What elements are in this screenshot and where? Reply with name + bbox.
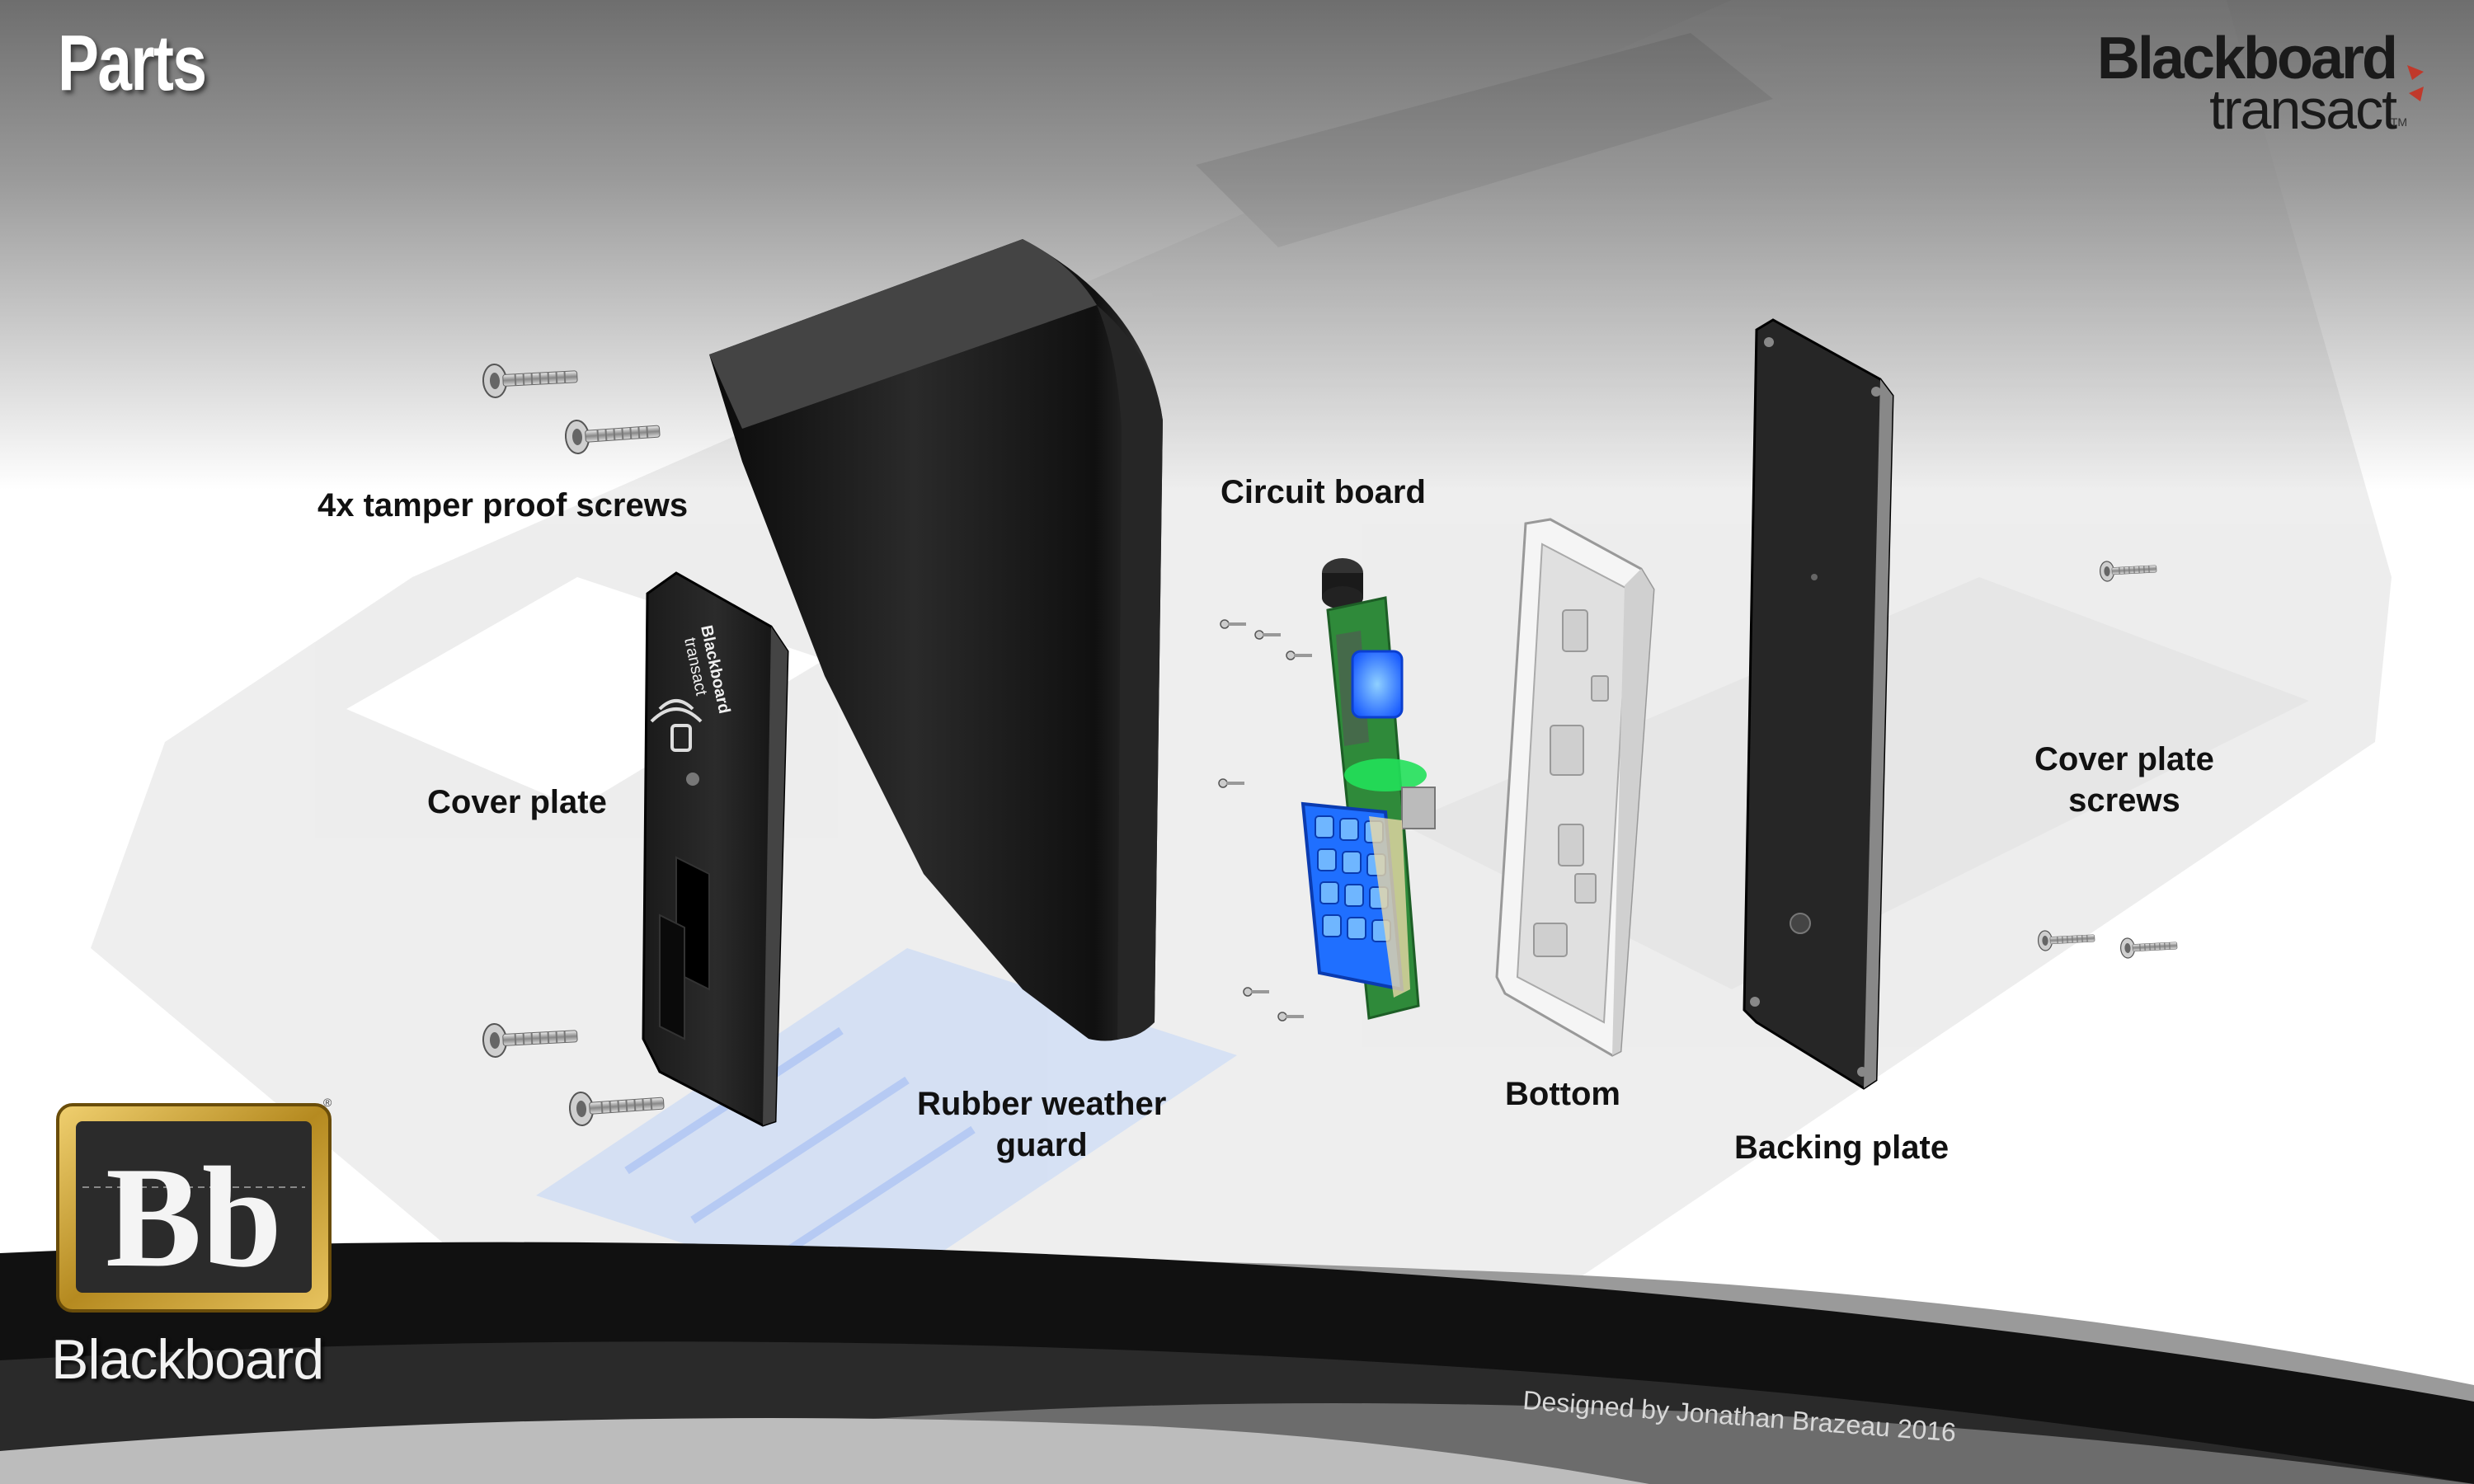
wireless-tap-icon — [650, 699, 703, 752]
cover-plate: Blackboard transact — [642, 571, 789, 1127]
bb-logo-letters: Bb — [106, 1137, 282, 1297]
bb-logo: Bb ® — [56, 1096, 332, 1313]
green-status-led — [1344, 758, 1427, 791]
label-cover-plate-screws: Cover plate screws — [2034, 739, 2214, 821]
bottom-housing — [1495, 518, 1655, 1057]
label-rubber-weather-guard: Rubber weather guard — [917, 1083, 1166, 1166]
bottom-swoosh-banner — [0, 1242, 2474, 1484]
label-line: screws — [2068, 782, 2180, 819]
brand-logo: Blackboard transact TM — [2066, 25, 2429, 141]
label-backing-plate: Backing plate — [1734, 1129, 1950, 1166]
label-circuit-board: Circuit board — [1221, 474, 1426, 510]
label-line: Cover plate — [2034, 741, 2214, 777]
blackboard-wordmark: Blackboard — [51, 1328, 324, 1391]
rubber-weather-guard — [709, 239, 1163, 1041]
brand-sub: transact — [2209, 78, 2397, 141]
blue-led-module — [1351, 650, 1404, 719]
brand-trademark: TM — [2390, 115, 2407, 129]
page-title: Parts — [58, 19, 207, 107]
circuit-board — [1300, 558, 1436, 1020]
label-cover-plate: Cover plate — [427, 784, 607, 820]
bb-logo-registered: ® — [323, 1096, 332, 1109]
label-line: Rubber weather — [917, 1086, 1167, 1122]
brand-name: Blackboard — [2096, 26, 2398, 92]
backing-plate — [1743, 318, 1894, 1090]
label-bottom: Bottom — [1505, 1076, 1620, 1112]
arrows-icon — [2407, 65, 2424, 101]
label-tamper-proof-screws: 4x tamper proof screws — [317, 487, 689, 524]
label-line: guard — [995, 1127, 1088, 1163]
